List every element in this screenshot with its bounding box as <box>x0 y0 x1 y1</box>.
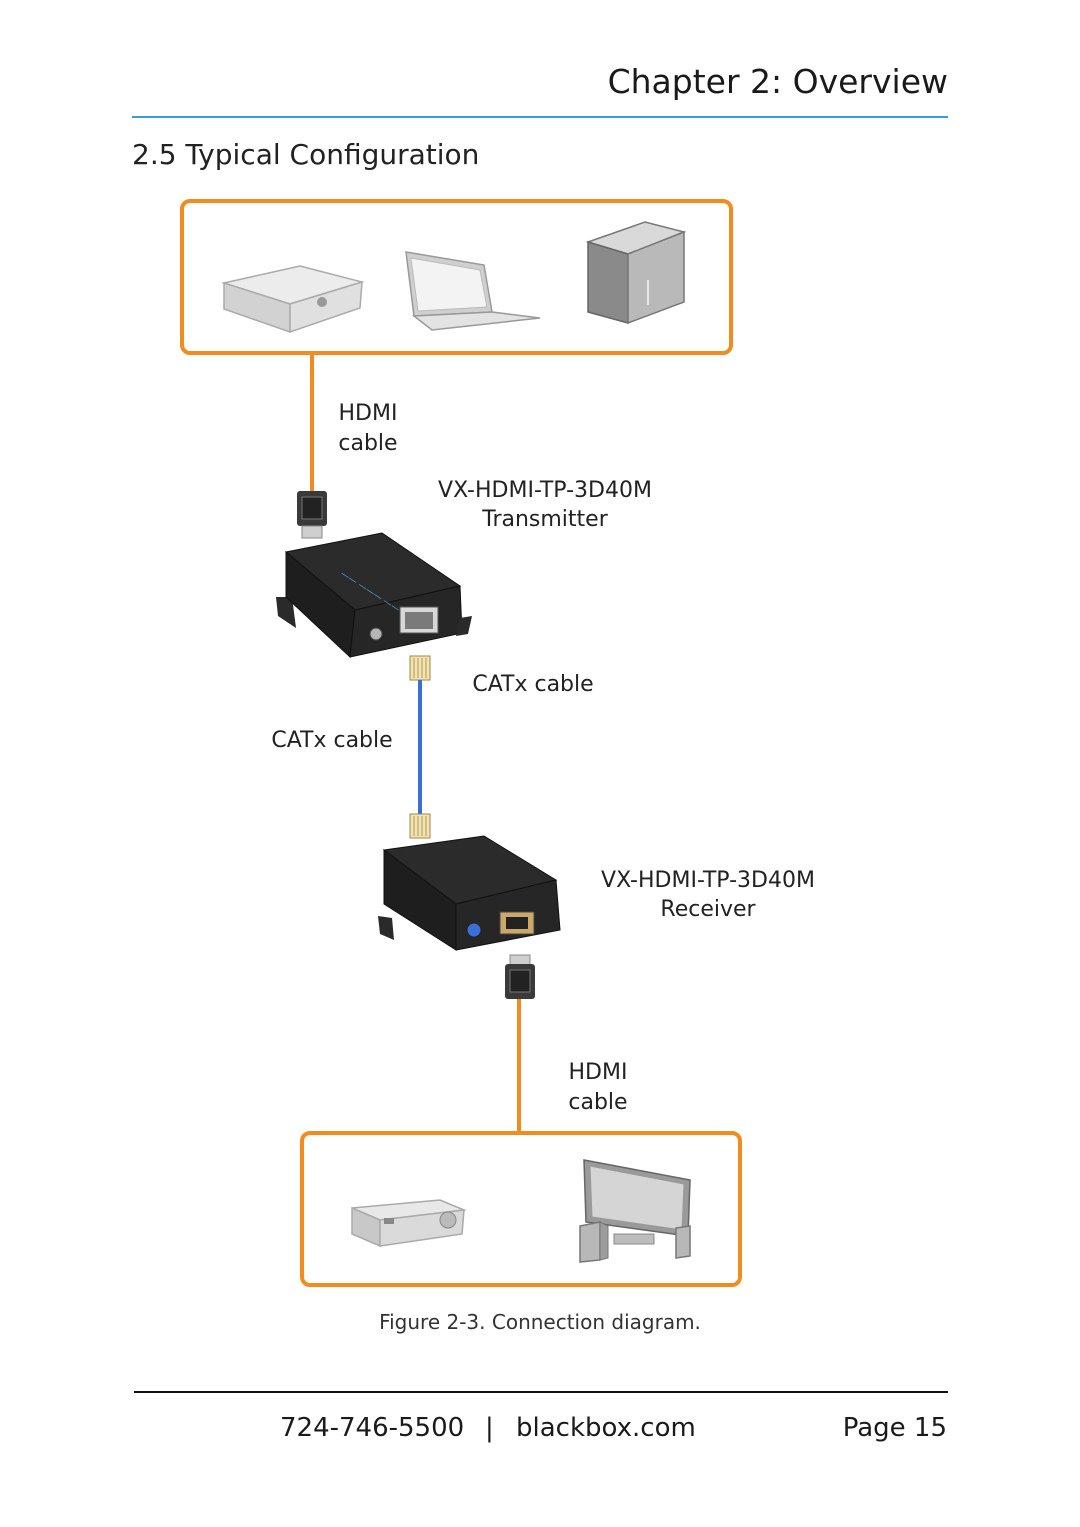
footer-separator: | <box>485 1413 494 1443</box>
section-title: 2.5 Typical Configuration <box>132 138 480 171</box>
top-hdmi-label-line1: HDMI <box>338 401 398 426</box>
rj45-plug-icon <box>409 655 431 681</box>
projector-icon <box>351 1199 467 1248</box>
footer-phone: 724-746-5500 <box>280 1413 465 1443</box>
receiver-device-icon <box>378 835 561 951</box>
receiver-model-label: VX-HDMI-TP-3D40M <box>601 868 815 893</box>
catx-cable-label-right: CATx cable <box>472 672 594 697</box>
transmitter-role-label: Transmitter <box>482 507 608 532</box>
speaker-icon <box>675 1225 691 1259</box>
transmitter-device-icon: —— ——— —— <box>276 532 472 659</box>
hdmi-plug-icon <box>505 954 535 999</box>
catx-cable-label-left: CATx cable <box>271 728 393 753</box>
figure-caption: Figure 2-3. Connection diagram. <box>379 1310 701 1334</box>
transmitter-model-label: VX-HDMI-TP-3D40M <box>438 478 652 503</box>
monitor-icon <box>583 1159 691 1245</box>
bottom-hdmi-label-line1: HDMI <box>568 1060 628 1085</box>
laptop-icon <box>405 251 541 331</box>
bottom-hdmi-label-line2: cable <box>568 1090 628 1115</box>
speaker-icon <box>579 1221 609 1263</box>
set-top-box-icon <box>221 265 365 334</box>
hdmi-plug-icon <box>297 491 327 539</box>
top-hdmi-label-line2: cable <box>338 431 398 456</box>
header-divider <box>132 116 948 118</box>
desktop-tower-icon <box>585 221 687 325</box>
chapter-title: Chapter 2: Overview <box>607 62 948 101</box>
footer-website-link[interactable]: blackbox.com <box>516 1413 696 1443</box>
rj45-plug-icon <box>409 813 431 839</box>
page-number: Page 15 <box>842 1413 947 1443</box>
receiver-role-label: Receiver <box>660 897 756 922</box>
footer-divider <box>134 1391 948 1393</box>
